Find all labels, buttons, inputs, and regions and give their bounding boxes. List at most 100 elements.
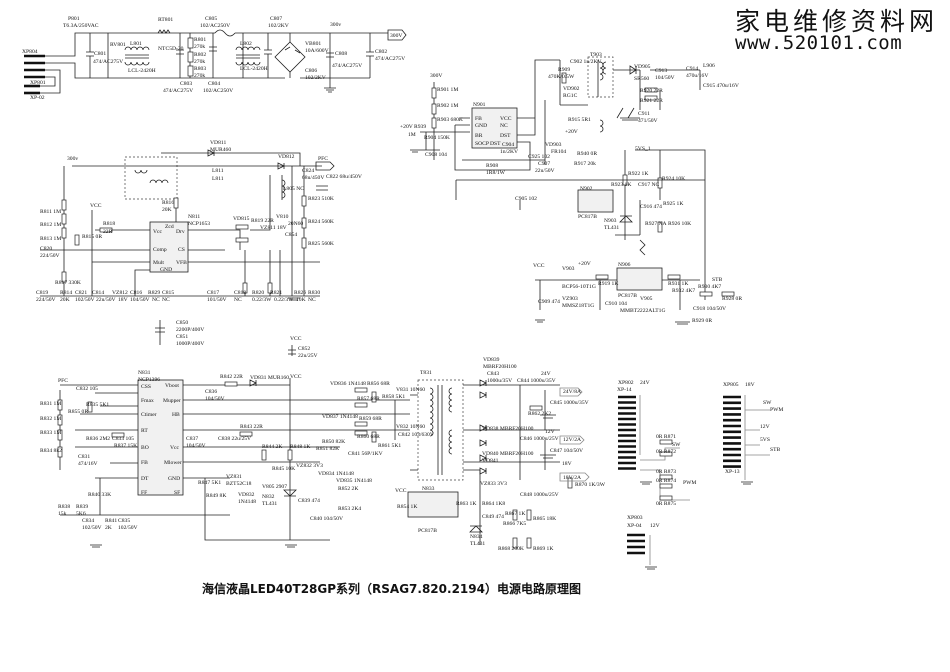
component-label: R940 0R	[577, 151, 597, 157]
component-label: R829	[148, 290, 160, 296]
n901-pin-label: GND	[475, 123, 487, 129]
component-label: N833	[422, 486, 435, 492]
component-label: 12V	[650, 523, 660, 529]
n831-pin-label: BO	[141, 445, 149, 451]
component-label: C843	[487, 371, 499, 377]
component-label: V805 2907	[262, 484, 287, 490]
component-label: R909	[558, 67, 570, 73]
component-label: R866 7K5	[503, 521, 526, 527]
connector-pins	[618, 395, 741, 555]
component-label: 22u/50V	[96, 297, 116, 303]
component-label: C904	[502, 142, 514, 148]
component-label: NTC5D-20	[158, 46, 184, 52]
component-label: C807	[270, 16, 282, 22]
component-label: VZ811 18V	[260, 225, 287, 231]
component-label: 22R	[103, 229, 113, 235]
component-label: PWM	[683, 480, 696, 486]
component-label: XP-02	[30, 95, 45, 101]
component-label: VD838 MBRF20H100	[482, 426, 534, 432]
component-label: R848 1K	[290, 444, 310, 450]
component-label: 224/50V	[36, 297, 56, 303]
component-label: C848 1000u/25V	[520, 492, 559, 498]
component-label: PWM	[770, 407, 783, 413]
output-connectors	[639, 395, 770, 570]
component-label: 102/2KV	[268, 23, 289, 29]
n831-pin-label: Fmax	[141, 398, 154, 404]
component-label: XP-04	[627, 523, 642, 529]
component-label: XP803	[627, 515, 643, 521]
component-label: C834	[82, 518, 94, 524]
component-label: 0R R874	[656, 478, 676, 484]
component-label: C908 104	[425, 152, 447, 158]
component-label: 102/50V	[75, 297, 95, 303]
component-label: RV801	[110, 42, 126, 48]
component-label: V810	[276, 214, 289, 220]
component-label: R930 4K7	[698, 284, 721, 290]
component-label: R854 1K	[397, 504, 417, 510]
component-label: VD837 1N4148	[322, 414, 358, 420]
component-label: R856 68R	[367, 381, 390, 387]
component-label: 104/50V	[655, 75, 675, 81]
component-label: 18V/2A	[563, 475, 581, 481]
component-label: VZ812	[112, 290, 128, 296]
component-label: C902 1n/2KV	[570, 59, 602, 65]
component-label: BZT52C18	[226, 481, 252, 487]
component-label: R803	[194, 66, 206, 72]
component-label: 300V	[390, 33, 402, 39]
component-label: RG1C	[563, 93, 578, 99]
component-label: R931 1K	[668, 281, 688, 287]
n811-pin-label: VFB	[176, 260, 187, 266]
component-label: 24V	[640, 380, 650, 386]
component-label: R908	[486, 163, 498, 169]
component-label: T6.3A/250VAC	[63, 23, 99, 29]
component-label: VCC	[290, 336, 302, 342]
component-label: L811	[212, 176, 224, 182]
n811-pin-label: Mult	[153, 260, 164, 266]
component-label: PFC	[58, 378, 68, 384]
component-label: VD902	[563, 86, 580, 92]
component-label: 24V	[541, 371, 551, 377]
component-label: 5VS	[760, 437, 770, 443]
component-label: VB801	[305, 41, 321, 47]
component-label: 10A/600V	[305, 48, 329, 54]
component-label: L802	[240, 41, 252, 47]
component-label: R823 510K	[308, 196, 334, 202]
component-label: VZ833 3V3	[480, 481, 507, 487]
component-label: R813 1M	[40, 236, 61, 242]
component-label: VD905	[634, 64, 651, 70]
component-label: R849 8K	[206, 493, 226, 499]
component-label: R939	[414, 124, 426, 130]
component-label: R838	[58, 504, 70, 510]
component-label: N901	[473, 102, 486, 108]
component-label: C803	[180, 81, 192, 87]
component-label: 270k	[194, 59, 205, 65]
component-label: R831 1M	[40, 401, 61, 407]
component-label: V831 10N60	[396, 387, 425, 393]
component-label: R851 82K	[316, 446, 339, 452]
component-label: T903	[590, 52, 602, 58]
component-label: R926 10K	[668, 221, 691, 227]
emi-filter-section	[24, 29, 407, 95]
component-label: 474/AC275V	[163, 88, 193, 94]
component-labels: XP804P801T6.3A/250VACRT801NTC5D-20L801LC…	[22, 16, 783, 552]
component-label: C814	[92, 290, 104, 296]
n831-pin-label: RT	[141, 428, 148, 434]
component-label: NC	[152, 297, 160, 303]
component-label: C916 474	[640, 204, 662, 210]
component-label: C815	[162, 290, 174, 296]
component-label: 1N4148	[238, 499, 256, 505]
component-label: R922 1K	[628, 171, 648, 177]
n831-pin-label: SF	[174, 490, 180, 496]
component-label: 470K/0.5W	[548, 74, 575, 80]
component-label: VCC	[290, 374, 302, 380]
component-label: 12V	[760, 424, 770, 430]
component-label: VD841	[482, 458, 499, 464]
component-label: C824	[302, 168, 314, 174]
component-label: C839 474	[298, 498, 320, 504]
component-label: PFC	[318, 156, 328, 162]
component-label: VD834 1N4148	[318, 471, 354, 477]
component-label: R821	[270, 290, 282, 296]
component-label: VCC	[395, 488, 407, 494]
component-label: VZ832 3V3	[296, 463, 323, 469]
component-label: 20N60	[288, 221, 303, 227]
